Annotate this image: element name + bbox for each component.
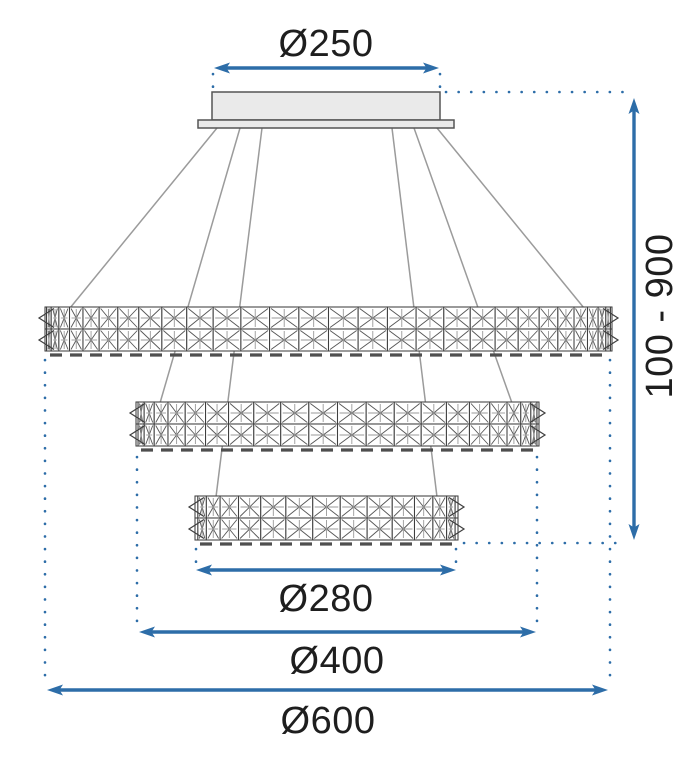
dimension-label-inner-ring-diameter: Ø280	[278, 578, 374, 620]
dimension-label-outer-ring-diameter: Ø600	[280, 700, 376, 742]
inner-crystal-ring	[187, 495, 466, 546]
dimension-label-canopy-width: Ø250	[278, 23, 374, 65]
extension-dotted-lines	[43, 72, 628, 687]
ceiling-canopy	[197, 91, 455, 129]
dimension-label-middle-ring-diameter: Ø400	[289, 640, 385, 682]
dimension-arrows	[47, 62, 640, 696]
outer-crystal-ring	[37, 306, 620, 357]
middle-crystal-ring	[128, 401, 547, 452]
dimension-label-hanging-height-range: 100 - 900	[639, 233, 681, 399]
